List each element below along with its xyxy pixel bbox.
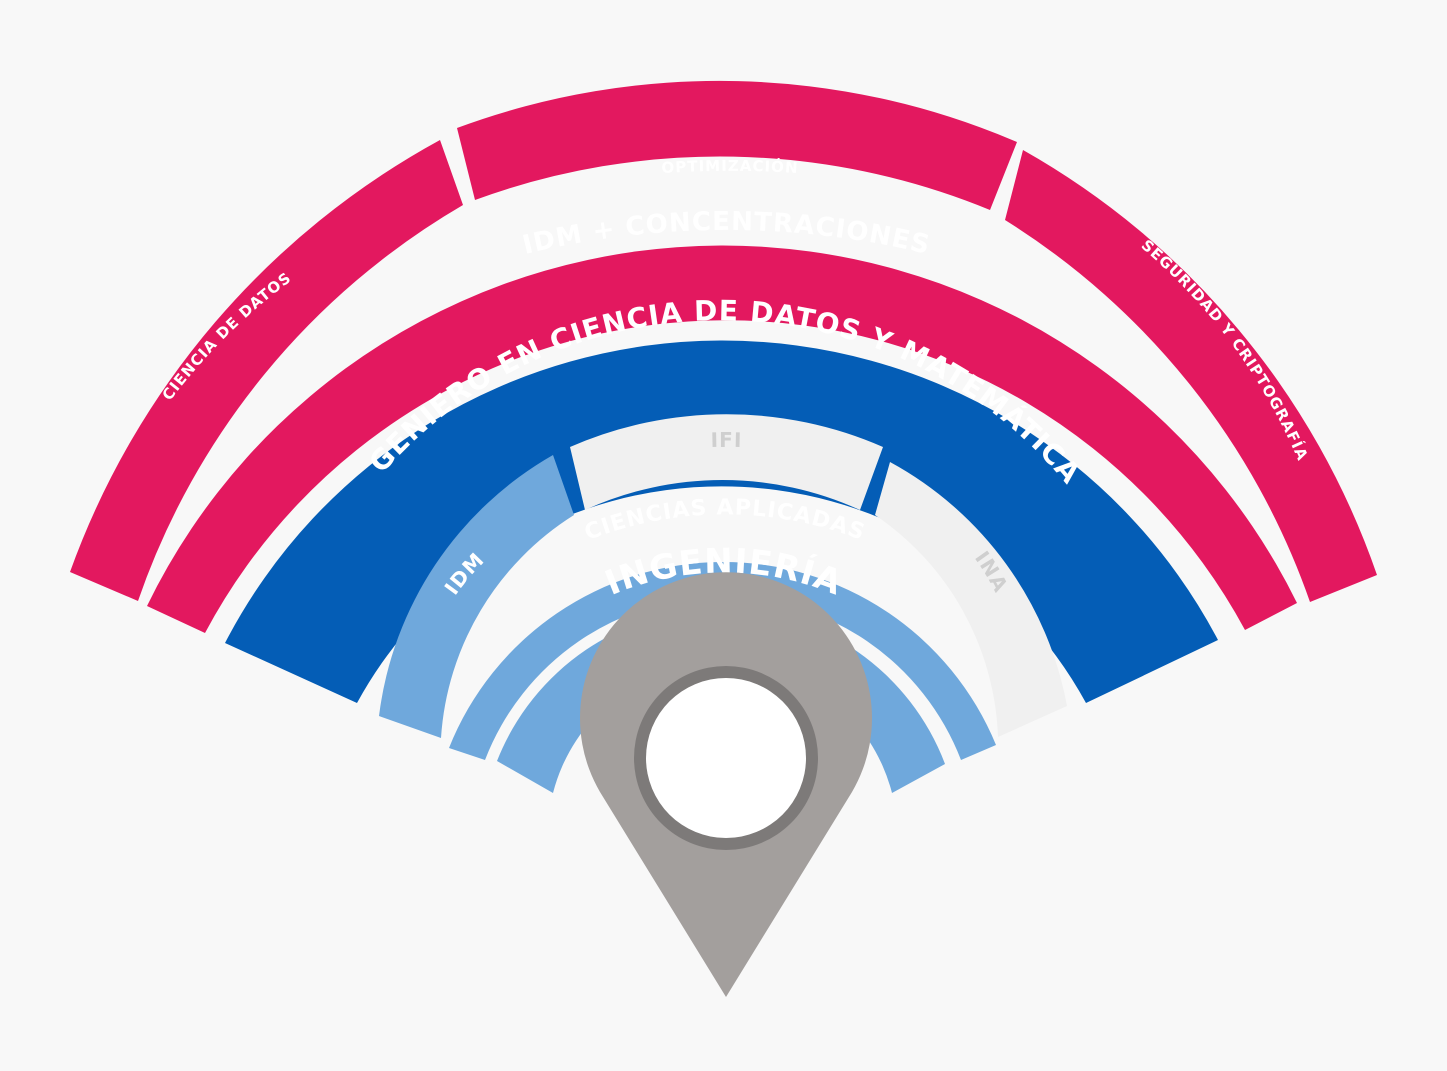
ring-segment-idm <box>379 455 574 738</box>
ring-segment-ina <box>875 462 1067 737</box>
location-pin-icon <box>580 572 872 997</box>
ring-ingeniero <box>225 340 1218 703</box>
ring-segment-ifi <box>570 414 883 510</box>
ring-segment-ciencia-de-datos <box>70 140 463 601</box>
ring-ciencias-aplicadas <box>449 562 996 760</box>
ring-segment-optimizacion <box>457 80 1017 210</box>
ring-segment-seguridad-y-criptografia <box>1005 150 1377 602</box>
label-optimizacion: OPTIMIZACIÓN <box>661 157 799 177</box>
ring-idm-concentraciones <box>147 245 1297 633</box>
label-ifi: IFI <box>710 428 742 452</box>
